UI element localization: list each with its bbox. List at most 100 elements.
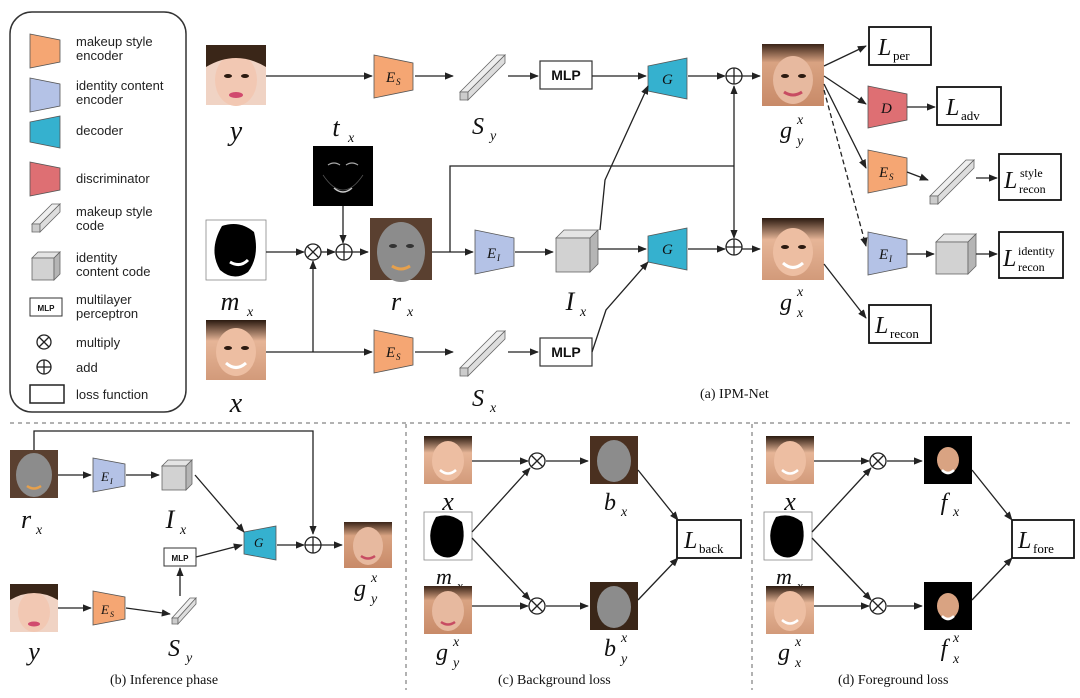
identity-encoder-icon	[29, 77, 61, 113]
loss-style-sup: style	[1020, 166, 1043, 180]
label-t-sub: x	[347, 131, 355, 146]
loss-identity-sub: recon	[1018, 260, 1045, 274]
loss-adv-box	[936, 86, 1002, 126]
label-mx-c-sub: x	[456, 578, 463, 593]
label-mx-d: m	[776, 564, 792, 589]
g-top-label: G	[662, 72, 673, 88]
style-encoder-recon	[867, 149, 908, 194]
face-gyx-small-image	[344, 522, 392, 568]
add-op-a	[335, 243, 353, 261]
es-bottom-label: E	[385, 345, 395, 361]
label-gxx-d: g	[778, 640, 790, 666]
label-gyx-sup: x	[796, 113, 804, 128]
label-sx: S	[472, 386, 484, 412]
face-fxx-image	[924, 582, 972, 630]
label-sy-b-sub: y	[184, 651, 193, 666]
face-x-image	[206, 320, 266, 380]
style-encoder-b	[92, 590, 126, 626]
loss-identity-sup: identity	[1018, 244, 1055, 258]
loss-recon-L: L	[874, 313, 888, 339]
multiply-op-d-top	[869, 452, 887, 470]
style-encoder-bottom	[373, 329, 414, 374]
makeup-mask-tx-image	[313, 146, 373, 206]
identity-code-ix-b	[161, 459, 193, 491]
style-encoder-top	[373, 54, 414, 99]
label-bx: b	[604, 490, 616, 516]
es-top-sub: S	[396, 77, 401, 87]
label-mx-c: m	[436, 564, 452, 589]
multiply-op-c-top	[528, 452, 546, 470]
style-code-sy-b	[171, 596, 197, 626]
loss-fore-sub: fore	[1033, 541, 1054, 556]
label-bx-sub: x	[620, 505, 628, 520]
mlp-icon-label: MLP	[38, 304, 56, 313]
label-fxx-sub: x	[952, 652, 960, 667]
label-ix-sub: x	[579, 305, 587, 320]
face-y-small-image	[10, 584, 58, 632]
add-op-top	[725, 67, 743, 85]
label-gyx-c: g	[436, 640, 448, 666]
es-recon-label: E	[878, 165, 888, 181]
mask-mx-image	[205, 219, 267, 281]
identity-encoder-recon	[867, 231, 908, 276]
ei-b-sub: I	[109, 477, 113, 486]
loss-recon-box	[868, 304, 932, 344]
loss-fore-L: L	[1017, 528, 1031, 554]
label-gyx-sub: y	[795, 134, 804, 149]
label-rx-b-sub: x	[35, 523, 43, 538]
label-byx: b	[604, 636, 616, 662]
loss-fore-box	[1011, 519, 1075, 559]
loss-style-L: L	[1003, 168, 1017, 194]
label-rx-b: r	[21, 505, 32, 534]
label-fx: f	[941, 490, 951, 516]
multiply-icon	[36, 334, 52, 350]
face-rx-small-image	[10, 450, 58, 498]
label-mx: m	[221, 287, 240, 316]
face-gyx-image	[762, 44, 824, 106]
es-top-label: E	[385, 70, 395, 86]
legend-label-add: add	[76, 360, 98, 375]
identity-encoder-b	[92, 457, 126, 493]
label-y: y	[227, 116, 243, 147]
face-gxx-d-image	[766, 586, 814, 634]
caption-inference: (b) Inference phase	[110, 673, 218, 688]
label-gxx: g	[780, 290, 792, 316]
loss-recon-sub: recon	[890, 326, 919, 341]
mlp-b-label: MLP	[172, 554, 190, 563]
label-rx: r	[391, 287, 402, 316]
face-gxx-image	[762, 218, 824, 280]
label-x-c: x	[441, 487, 454, 516]
ei-recon-label: E	[878, 247, 888, 263]
loss-back-sub: back	[699, 541, 724, 556]
multiply-op-d-bottom	[869, 597, 887, 615]
label-byx-sub: y	[619, 652, 628, 667]
identity-encoder-a	[474, 229, 515, 275]
face-rx-image	[370, 218, 432, 282]
label-gyx-c-sup: x	[452, 635, 460, 650]
label-rx-sub: x	[406, 305, 414, 320]
label-mx-d-sub: x	[796, 578, 803, 593]
loss-adv-L: L	[945, 95, 959, 121]
label-mx-sub: x	[246, 305, 254, 320]
decoder-b	[243, 525, 277, 561]
label-sy-sub: y	[488, 129, 497, 144]
decoder-bottom	[647, 227, 688, 271]
es-recon-sub: S	[889, 172, 894, 182]
panel-foreground-loss: x m x g x x f x	[763, 436, 1075, 688]
multiply-op-c-bottom	[528, 597, 546, 615]
g-b-label: G	[254, 535, 264, 550]
label-sx-sub: x	[489, 401, 497, 416]
ei-recon-sub: I	[888, 254, 893, 264]
decoder-icon	[29, 115, 61, 149]
ei-b-label: E	[100, 469, 109, 484]
label-byx-sup: x	[620, 631, 628, 646]
loss-identity-L: L	[1002, 246, 1016, 272]
legend-label-loss: loss function	[76, 387, 148, 402]
discriminator-node	[867, 85, 908, 129]
label-gxx-d-sup: x	[794, 635, 802, 650]
label-sy-b: S	[168, 636, 180, 662]
label-ix-b: I	[165, 505, 176, 534]
